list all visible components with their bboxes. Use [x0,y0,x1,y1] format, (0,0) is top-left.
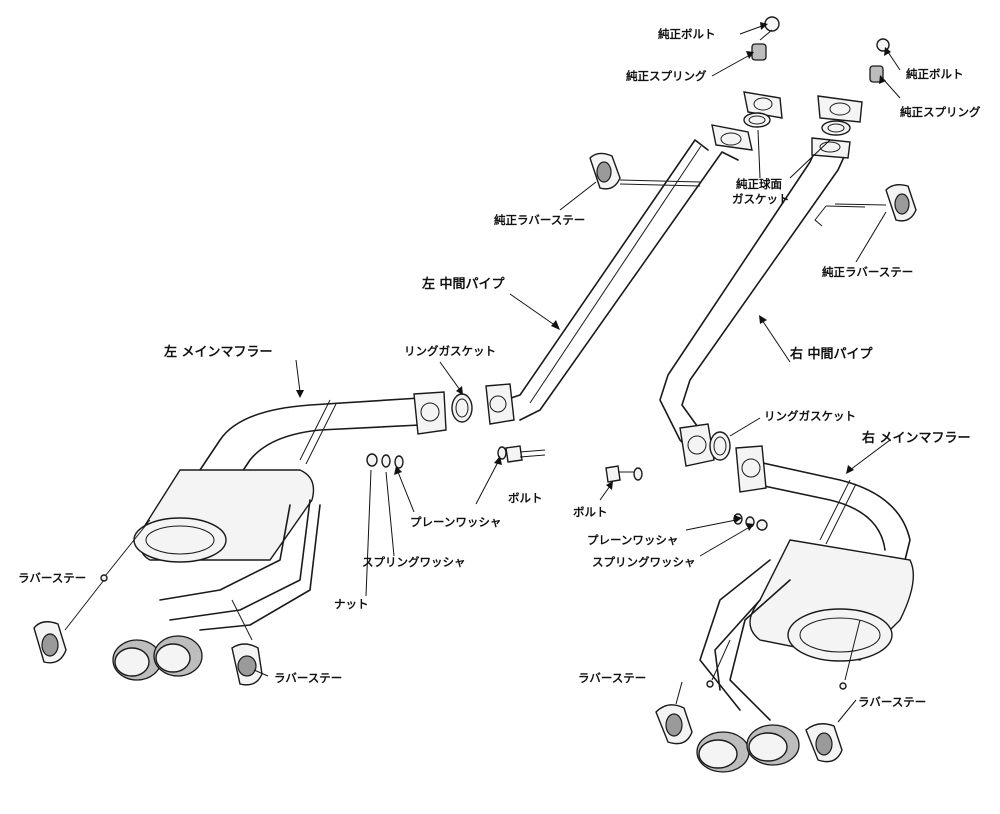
genuine-rubber-stay-left [589,152,701,190]
label-plain-washer-left: プレーンワッシャ [410,515,501,529]
left-main-muffler [64,391,447,681]
bolt-icon [605,465,621,483]
ring-gasket-left [451,393,473,423]
label-genuine-spring-left: 純正スプリング [626,69,707,83]
label-spherical-gasket-2: ガスケット [732,192,790,206]
label-left-main-muffler: 左 メインマフラー [164,344,273,360]
leader-lines [253,22,901,723]
left-hardware [366,445,546,469]
genuine-rubber-stay-right [834,183,917,222]
label-rubber-stay-4: ラバーステー [858,695,926,709]
label-rubber-stay-1: ラバーステー [18,571,86,585]
rubber-stay-left-2 [231,643,263,686]
label-genuine-rubber-stay-right: 純正ラバーステー [822,265,913,279]
rubber-stay-right-2 [805,723,843,763]
label-spherical-gasket-1: 純正球面 [736,177,782,191]
label-nut: ナット [334,597,369,611]
nut-icon [756,519,768,531]
rubber-stay-right-1 [655,704,693,745]
label-rubber-stay-2: ラバーステー [274,671,342,685]
label-ring-gasket-right: リングガスケット [764,409,856,423]
label-bolt-right: ボルト [573,505,608,519]
right-main-muffler [679,423,915,773]
label-right-mid-pipe: 右 中間パイプ [789,346,874,362]
label-left-mid-pipe: 左 中間パイプ [422,276,506,292]
left-mid-pipe [485,124,753,425]
bolt-icon [505,445,523,463]
plain-washer-icon [394,455,404,469]
labels: 純正ボルト 純正スプリング 純正ボルト 純正スプリング 純正球面 ガスケット 純… [18,27,981,709]
ring-gasket-right [709,431,731,461]
nut-icon [366,453,378,467]
label-genuine-bolt-left: 純正ボルト [658,27,716,41]
spring-washer-icon [381,454,391,468]
label-spring-washer-right: スプリングワッシャ [592,555,696,569]
genuine-spring-icon [751,43,767,61]
top-right-flange-hardware [817,38,890,136]
rubber-stay-left-1 [33,621,67,664]
label-plain-washer-right: プレーンワッシャ [587,533,678,547]
label-bolt-left: ボルト [508,491,543,505]
label-right-main-muffler: 右 メインマフラー [861,430,971,446]
label-genuine-rubber-stay-left: 純正ラバーステー [494,213,585,227]
label-genuine-bolt-right: 純正ボルト [906,67,964,81]
label-genuine-spring-right: 純正スプリング [900,105,981,119]
label-spring-washer-left: スプリングワッシャ [362,555,466,569]
label-ring-gasket-left: リングガスケット [404,344,496,358]
label-rubber-stay-3: ラバーステー [578,671,646,685]
top-left-flange-hardware [743,16,783,128]
